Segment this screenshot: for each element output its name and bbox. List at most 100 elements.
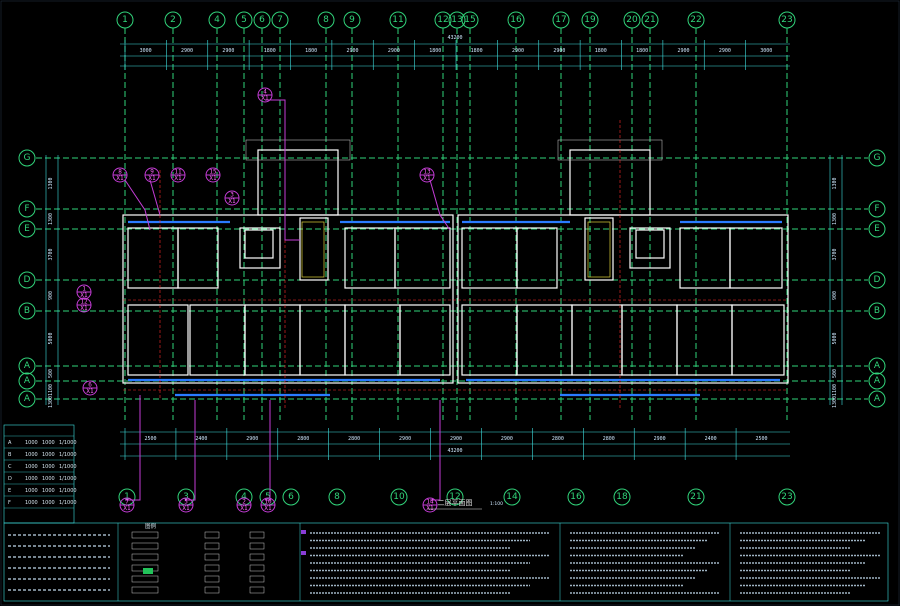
axis-label-right: B: [874, 306, 880, 316]
detail-callout: 4X1: [257, 87, 273, 103]
axis-label: 23: [781, 492, 792, 502]
axis-label: 21: [644, 15, 655, 25]
plan-scale: 1:100: [490, 501, 503, 507]
dim-label-top: 1800: [264, 48, 276, 54]
axis-bubble-top-15: 15: [461, 11, 479, 420]
callout-number: 8: [118, 169, 122, 176]
dim-label-top: 2900: [347, 48, 359, 54]
dim-label-right: 1300: [832, 396, 838, 408]
dim-label-top: 2900: [678, 48, 690, 54]
axis-label: 18: [616, 492, 628, 502]
callout-sheet: X1: [182, 505, 190, 512]
dim-label-top: 1800: [636, 48, 648, 54]
axis-label-left: A: [24, 376, 31, 386]
dim-label-bottom: 2900: [246, 436, 258, 442]
area-table-cell: 1000: [42, 440, 55, 446]
area-table-cell: 1/1000: [59, 476, 77, 482]
axis-label-right: E: [874, 224, 880, 234]
dim-label-left: 5000: [48, 332, 54, 344]
axis-label-left: G: [24, 153, 31, 163]
callout-number: 11: [174, 169, 182, 176]
dim-label-top: 1800: [471, 48, 483, 54]
axis-bubble-bottom-16: 16: [567, 488, 585, 506]
axis-bubble-top-4: 4: [208, 11, 226, 420]
axis-label: 12: [437, 15, 448, 25]
detail-callout: 6X1: [82, 380, 98, 396]
detail-callout: 7X1: [119, 497, 135, 513]
axis-label-left: A: [24, 394, 31, 404]
area-table-cell: 1000: [25, 452, 38, 458]
axis-label-left: B: [24, 306, 30, 316]
dim-label-bottom: 2500: [144, 436, 156, 442]
axis-label: 17: [555, 15, 566, 25]
axis-bubble-top-11: 11: [389, 11, 407, 420]
dim-label-top: 1800: [429, 48, 441, 54]
detail-callout: 1X1: [76, 284, 92, 300]
axis-label-right: A: [874, 361, 881, 371]
callout-sheet: X1: [209, 175, 217, 182]
axis-bubble-top-20: 20: [623, 11, 641, 420]
area-table-cell: C: [8, 464, 12, 470]
area-table-cell: E: [8, 488, 11, 494]
axis-label-right: F: [874, 204, 879, 214]
callout-sheet: X1: [174, 175, 182, 182]
dim-label-left: 1300: [48, 213, 54, 225]
dim-label-bottom: 2800: [552, 436, 564, 442]
area-table-cell: 1000: [25, 488, 38, 494]
callout-number: 9: [150, 169, 154, 176]
axis-label: 4: [241, 492, 247, 502]
hidden-lines: [123, 120, 788, 410]
area-table-cell: 1000: [25, 464, 38, 470]
axis-bubble-top-22: 22: [687, 11, 705, 420]
axis-label: 13: [451, 15, 462, 25]
axis-label-left: F: [24, 204, 29, 214]
callout-number: 2: [242, 499, 246, 506]
axis-label: 6: [288, 492, 294, 502]
callout-sheet: X1: [240, 505, 248, 512]
plan-title: 二层平面图: [438, 499, 473, 507]
axis-bubble-bottom-6: 6: [282, 488, 300, 506]
axis-label: 22: [690, 15, 701, 25]
detail-callout: 9X1: [144, 167, 160, 183]
axis-bubble-top-2: 2: [164, 11, 182, 420]
axis-label: 14: [506, 492, 518, 502]
area-table-cell: 1000: [42, 500, 55, 506]
detail-callout: 2X1: [236, 497, 252, 513]
axis-bubble-top-13: 13: [448, 11, 466, 420]
area-table-cell: 1000: [42, 488, 55, 494]
axis-bubble-top-8: 8: [317, 11, 335, 420]
dim-label-left: 1300: [48, 396, 54, 408]
dim-label-top: 3000: [140, 48, 152, 54]
dim-label-right: 5000: [832, 332, 838, 344]
axis-bubble-top-17: 17: [552, 11, 570, 420]
dim-label-right: 1100: [832, 384, 838, 396]
axis-label: 15: [464, 15, 475, 25]
dim-label-top: 3000: [760, 48, 772, 54]
callout-number: 3: [230, 192, 234, 199]
axis-bubble-bottom-14: 14: [503, 488, 521, 506]
area-table-cell: 1000: [42, 464, 55, 470]
axis-bubble-top-7: 7: [271, 11, 289, 420]
callout-number: 10: [264, 499, 272, 506]
callout-number: 5: [184, 499, 188, 506]
axis-bubble-top-23: 23: [778, 11, 796, 420]
dim-label-left: 3700: [48, 248, 54, 260]
axis-bubble-top-6: 6: [253, 11, 271, 420]
axis-bubble-top-19: 19: [581, 11, 599, 420]
dim-label-bottom: 2800: [348, 436, 360, 442]
bottom-dimension-chain: 43200: [120, 431, 790, 457]
legend-header: 图例: [145, 522, 157, 530]
axis-label: 2: [170, 15, 176, 25]
callout-sheet: X1: [80, 305, 88, 312]
